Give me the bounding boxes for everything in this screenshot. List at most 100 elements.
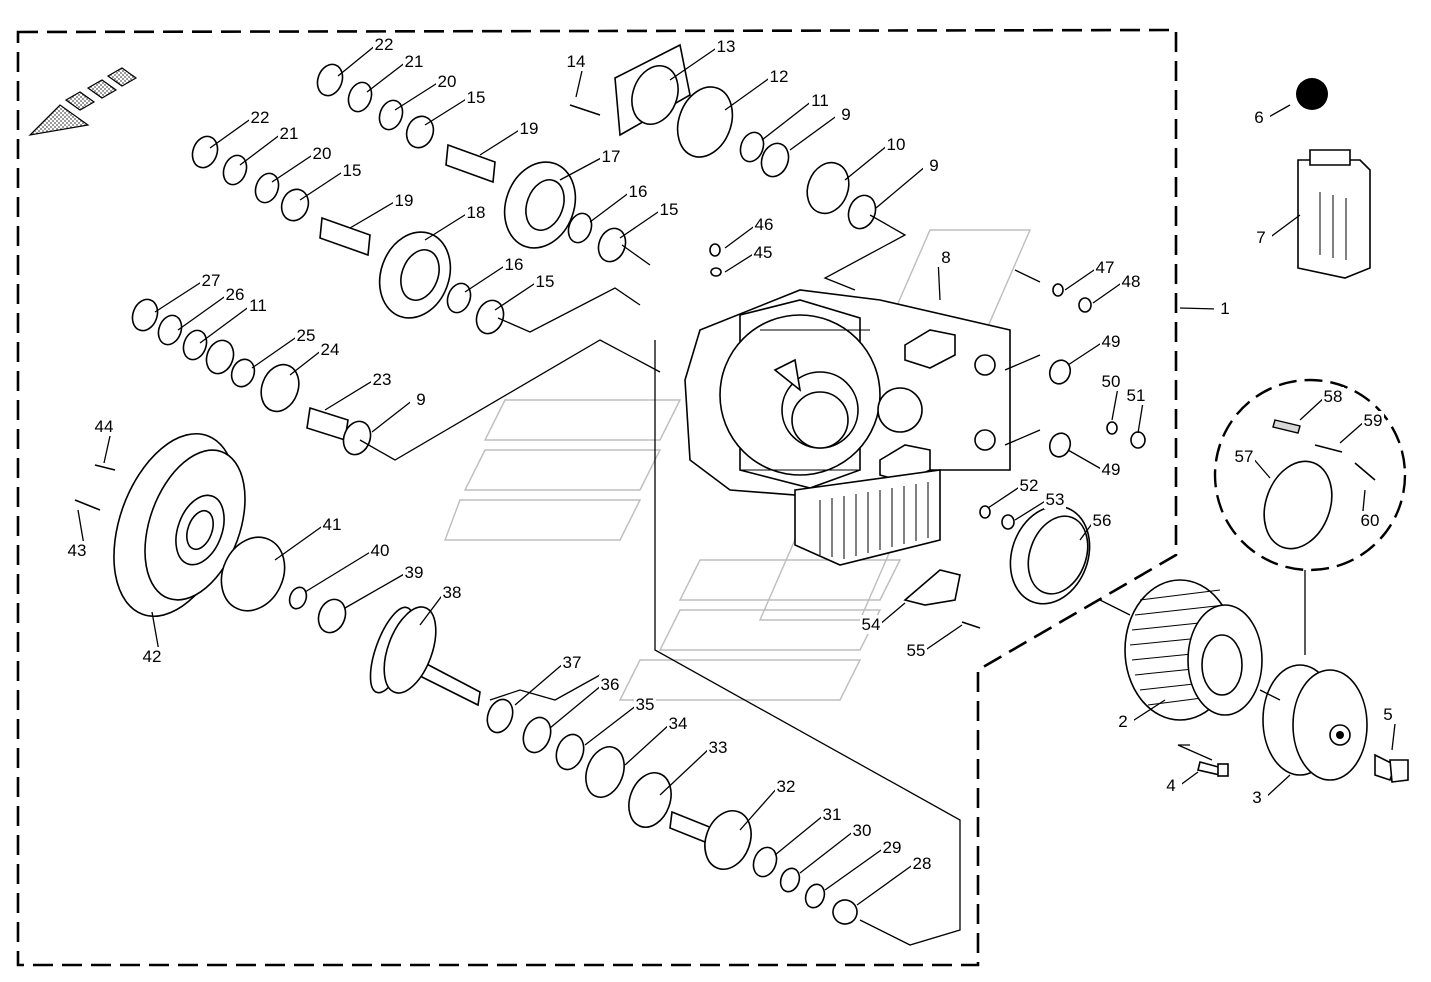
callout-number: 8 <box>941 248 950 267</box>
callout-number: 44 <box>95 417 114 436</box>
leader-line <box>324 379 375 411</box>
leader-line <box>761 100 813 141</box>
callout-number: 5 <box>1383 705 1392 724</box>
leader-line <box>589 191 631 223</box>
callout-number: 43 <box>68 541 87 560</box>
leader-line <box>739 786 779 831</box>
leader-line <box>584 704 638 746</box>
leader-line <box>251 335 299 369</box>
leader-line <box>424 97 469 126</box>
callout-number: 49 <box>1102 332 1121 351</box>
output-shaft <box>369 606 481 707</box>
oil-canister <box>1297 149 1371 279</box>
callout-number: 10 <box>887 135 906 154</box>
drum-pulley <box>1124 579 1263 721</box>
callout-number: 41 <box>323 515 342 534</box>
callout-number: 14 <box>567 52 586 71</box>
callout-number: 26 <box>226 285 245 304</box>
callout-number: 55 <box>907 641 926 660</box>
callout-number: 42 <box>143 647 162 666</box>
callout-number: 51 <box>1127 386 1146 405</box>
callout-number: 11 <box>249 296 267 315</box>
leader-line <box>549 684 603 729</box>
leader-line <box>344 572 407 609</box>
leader-line <box>844 144 889 181</box>
cooling-fins <box>794 469 941 566</box>
pin-59 <box>1314 444 1343 453</box>
callout-number: 37 <box>563 653 582 672</box>
leader-line <box>154 280 204 313</box>
callout-number: 23 <box>373 370 392 389</box>
callout-number: 31 <box>823 805 842 824</box>
elbow-fitting <box>1374 753 1409 783</box>
callout-number: 6 <box>1254 108 1263 127</box>
gearbox-housing <box>684 289 1011 566</box>
callout-number: 2 <box>1118 712 1127 731</box>
callout-number: 59 <box>1364 411 1383 430</box>
callout-number: 7 <box>1256 228 1265 247</box>
callout-number: 15 <box>467 88 486 107</box>
callout-number: 58 <box>1324 387 1343 406</box>
o-ring-41 <box>220 536 286 612</box>
callout-number: 15 <box>660 200 679 219</box>
leader-line <box>1130 699 1166 723</box>
leader-line <box>274 524 325 561</box>
callout-number: 50 <box>1102 372 1121 391</box>
callout-number: 34 <box>669 714 688 733</box>
leader-line <box>1266 104 1291 119</box>
leader-line <box>494 281 538 311</box>
leader-line <box>1092 281 1124 304</box>
leader-line <box>724 252 756 273</box>
leader-line <box>824 847 885 891</box>
callout-number: 38 <box>443 583 462 602</box>
hydraulic-motor <box>1262 664 1368 781</box>
leader-line <box>875 165 927 209</box>
callout-number: 36 <box>601 675 620 694</box>
callout-number: 19 <box>395 191 414 210</box>
callout-number: 4 <box>1166 776 1175 795</box>
callout-number: 35 <box>636 695 655 714</box>
callout-number: 24 <box>321 340 340 359</box>
callout-number: 57 <box>1235 447 1254 466</box>
leader-line <box>1067 449 1104 471</box>
callout-number: 16 <box>629 182 648 201</box>
leader-line <box>1067 341 1104 366</box>
detail-circle <box>1213 378 1407 572</box>
assembly-frame <box>16 28 1178 967</box>
callout-number: 1 <box>1220 299 1229 318</box>
pin-60 <box>1354 462 1376 481</box>
callout-number: 40 <box>371 541 390 560</box>
callout-number: 32 <box>777 777 796 796</box>
callout-number: 39 <box>405 563 424 582</box>
callout-number: 54 <box>862 615 881 634</box>
leader-line <box>419 592 445 626</box>
callout-number: 17 <box>602 147 621 166</box>
leader-line <box>349 200 397 229</box>
grease-dot <box>1296 78 1328 110</box>
callout-number: 13 <box>717 37 736 56</box>
leader-line <box>1339 420 1366 444</box>
callout-number: 21 <box>280 124 299 143</box>
leader-line <box>856 863 915 906</box>
callout-number: 9 <box>929 156 938 175</box>
callout-number: 9 <box>841 105 850 124</box>
leader-line <box>366 61 407 93</box>
callout-number: 33 <box>709 738 728 757</box>
callout-number: 46 <box>755 215 774 234</box>
leader-line <box>514 662 565 706</box>
callout-number: 3 <box>1252 788 1261 807</box>
bolt-4 <box>1197 761 1229 777</box>
leader-line <box>424 212 469 241</box>
connector-lines <box>359 214 1306 946</box>
callout-number: 47 <box>1096 258 1115 277</box>
callout-number: 18 <box>467 203 486 222</box>
callout-number: 9 <box>416 390 425 409</box>
callout-number: 12 <box>770 67 789 86</box>
callout-number: 15 <box>343 161 362 180</box>
leader-line <box>619 209 662 239</box>
callout-labels: 1234567899910111112131415151515161617181… <box>66 35 1399 906</box>
callout-number: 21 <box>405 52 424 71</box>
small-parts <box>74 43 1146 925</box>
callout-number: 25 <box>297 326 316 345</box>
leader-line <box>923 624 963 652</box>
